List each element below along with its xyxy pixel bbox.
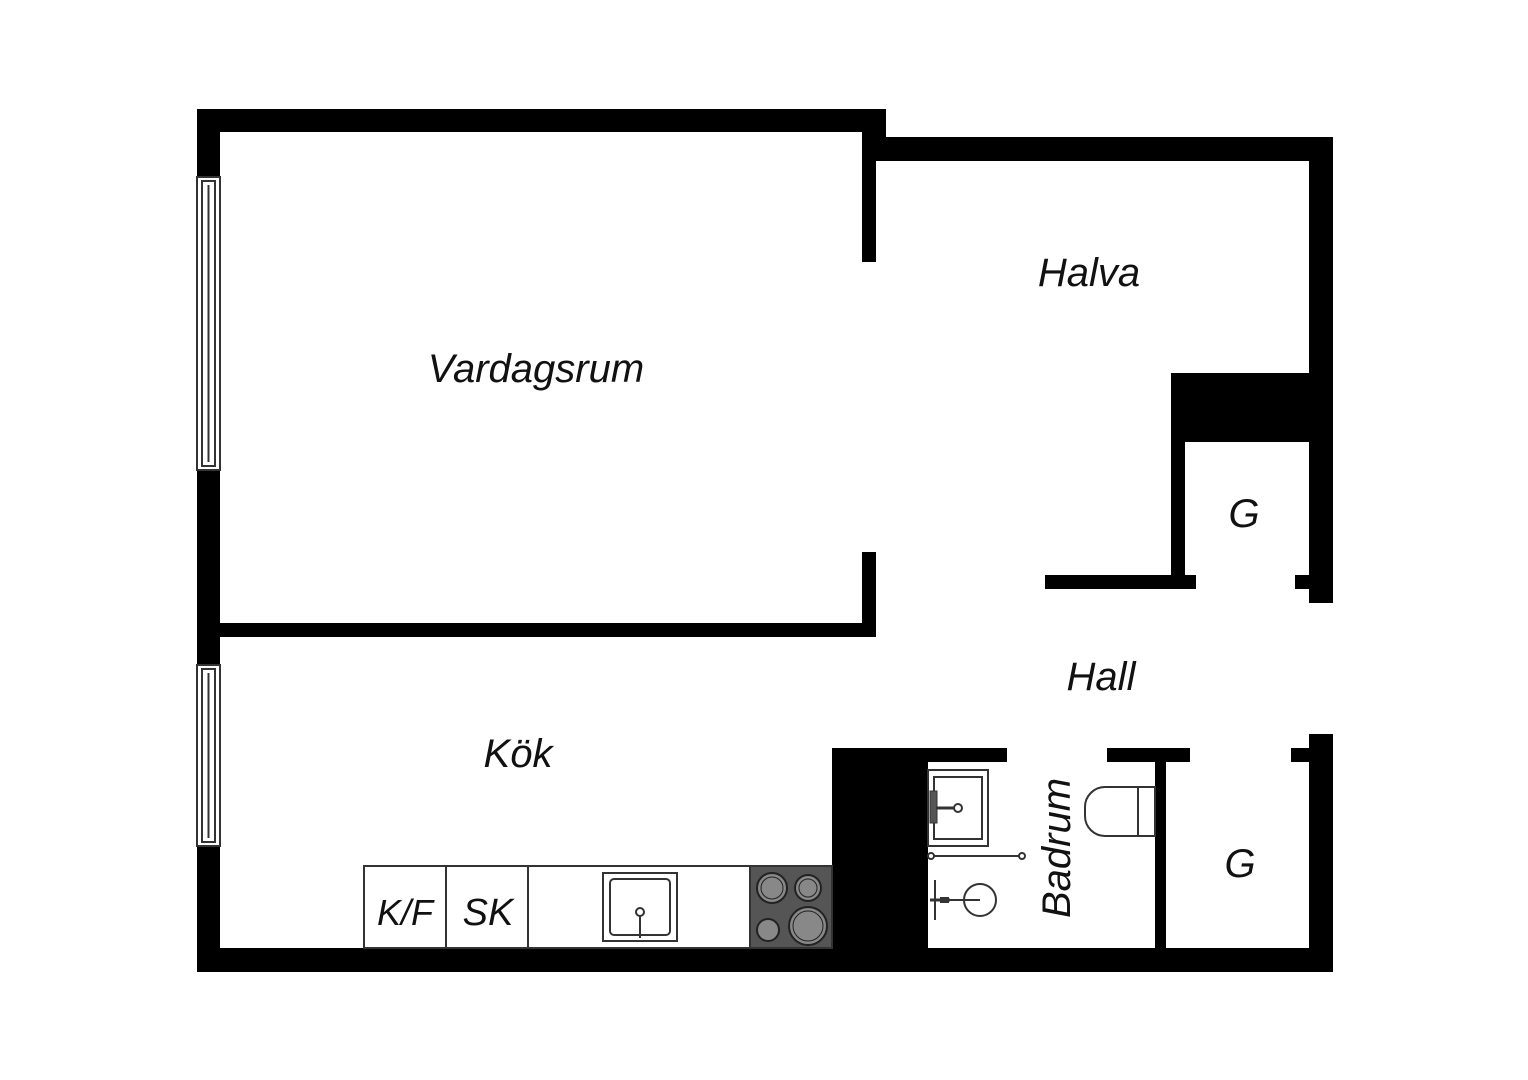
shower-rail-icon xyxy=(927,852,1026,860)
room-label-closet-upper: G xyxy=(1228,492,1259,536)
room-label-closet-lower: G xyxy=(1224,842,1255,886)
shower-head-icon xyxy=(930,880,997,920)
window-living xyxy=(196,176,221,471)
kitchen-sink-icon xyxy=(602,872,678,942)
room-label-hall: Hall xyxy=(1067,655,1137,699)
room-label-half-room: Halva xyxy=(1038,251,1140,295)
window-kitchen xyxy=(196,664,221,847)
walls xyxy=(197,109,1333,972)
stove-icon xyxy=(749,865,833,949)
room-label-kitchen: Kök xyxy=(484,732,555,776)
bathroom-sink-icon xyxy=(927,769,989,847)
kitchen-counter xyxy=(363,865,833,949)
toilet-icon xyxy=(1084,786,1156,837)
unit-label-cabinet: SK xyxy=(463,892,515,934)
unit-label-fridge-freezer: K/F xyxy=(377,892,435,933)
room-label-bathroom: Badrum xyxy=(1035,778,1079,918)
room-label-living: Vardagsrum xyxy=(428,347,644,391)
